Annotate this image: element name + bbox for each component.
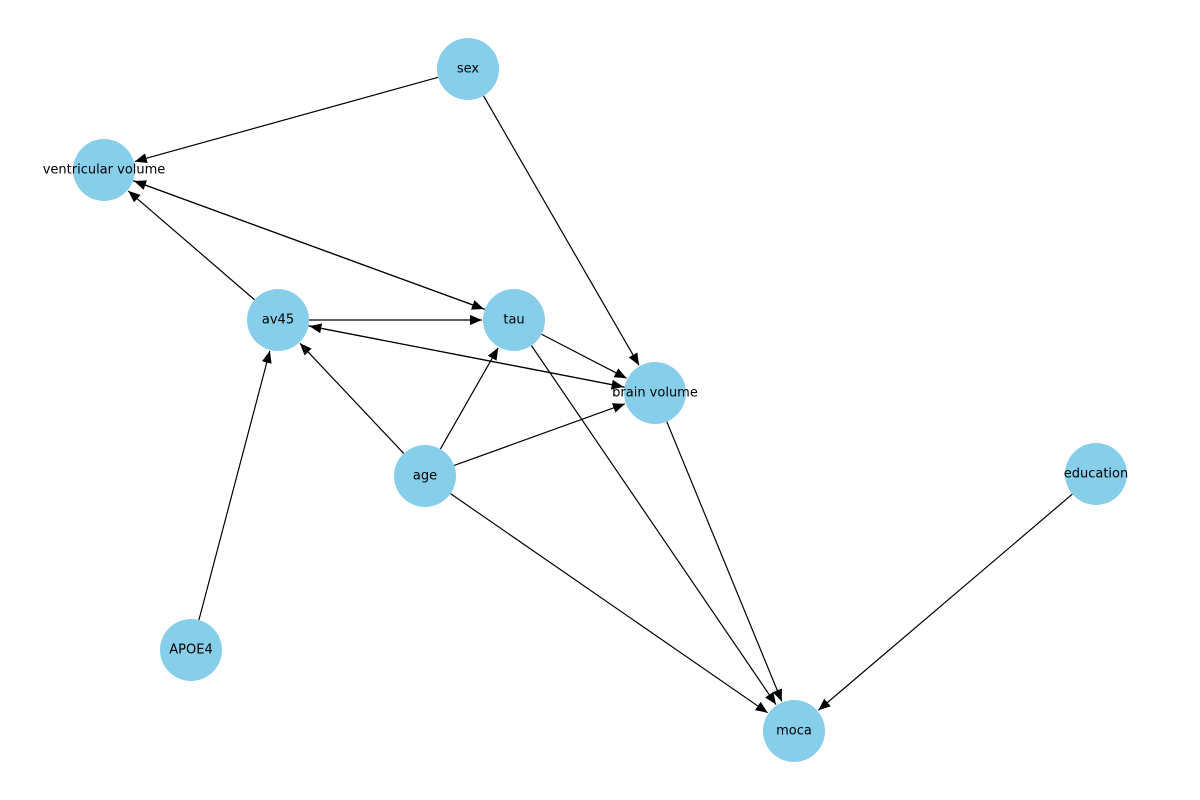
node-moca: moca xyxy=(763,700,825,762)
node-label: brain volume xyxy=(612,386,698,401)
node-APOE4: APOE4 xyxy=(160,619,222,681)
node-label: age xyxy=(413,469,437,484)
node-circle xyxy=(247,289,309,351)
edge-sex-to-brain_volume xyxy=(482,95,640,366)
node-brain_volume: brain volume xyxy=(612,362,698,424)
node-ventricular_volume: ventricular volume xyxy=(43,139,166,201)
node-circle xyxy=(483,289,545,351)
edge-tau-to-moca xyxy=(530,345,777,705)
node-circle xyxy=(624,362,686,424)
node-label: moca xyxy=(776,724,812,739)
node-label: APOE4 xyxy=(169,643,212,658)
node-circle xyxy=(160,619,222,681)
node-circle xyxy=(1065,443,1127,505)
node-education: education xyxy=(1064,443,1129,505)
node-circle xyxy=(437,38,499,100)
edge-brain_volume-to-moca xyxy=(666,421,783,702)
edge-age-to-av45 xyxy=(299,342,405,454)
edge-av45-to-ventricular_volume xyxy=(127,190,255,301)
edge-sex-to-ventricular_volume xyxy=(134,76,439,164)
edge-tau-to-brain_volume xyxy=(541,333,627,379)
edge-age-to-moca xyxy=(450,493,769,714)
node-label: education xyxy=(1064,467,1129,482)
node-label: tau xyxy=(503,313,524,328)
edge-education-to-moca xyxy=(817,493,1073,711)
edge-age-to-tau xyxy=(439,347,499,450)
node-tau: tau xyxy=(483,289,545,351)
node-label: sex xyxy=(457,62,480,77)
node-sex: sex xyxy=(437,38,499,100)
node-circle xyxy=(73,139,135,201)
edge-brain_volume-to-av45 xyxy=(309,323,625,388)
node-age: age xyxy=(394,445,456,507)
node-label: ventricular volume xyxy=(43,163,166,178)
edge-APOE4-to-av45 xyxy=(198,350,272,621)
edges-layer xyxy=(127,76,1073,714)
node-circle xyxy=(394,445,456,507)
node-av45: av45 xyxy=(247,289,309,351)
node-circle xyxy=(763,700,825,762)
edge-age-to-brain_volume xyxy=(453,403,626,467)
edge-ventricular_volume-to-tau xyxy=(132,180,485,310)
node-label: av45 xyxy=(262,313,294,328)
nodes-layer: sex ventricular volume av45 tau brain volume… xyxy=(43,38,1129,762)
